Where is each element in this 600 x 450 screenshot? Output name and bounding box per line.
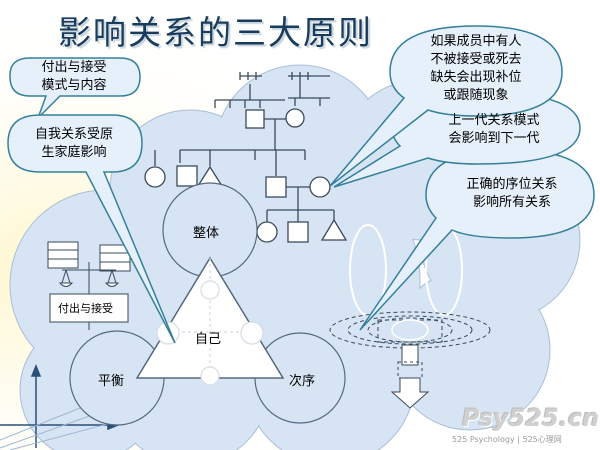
bubble-line: 生家庭影响	[41, 145, 107, 160]
bubble-give-receive	[9, 57, 141, 119]
principle-diagram	[69, 182, 346, 426]
bubble-line: 如果成员中有人	[430, 34, 522, 49]
footer-credit: 525 Psychology | 525心理网	[452, 435, 562, 444]
slide-title: 影响关系的三大原则	[58, 13, 373, 52]
rings-icon	[329, 224, 491, 409]
family-tree	[144, 72, 348, 243]
bubble-give-receive-text: 付出与接受 模式与内容	[22, 59, 126, 95]
scale-label: 付出与接受	[58, 302, 113, 315]
bubble-line: 缺失会出现补位	[430, 70, 522, 85]
watermark: Psy525.cn	[462, 404, 600, 432]
bubble-missing-member-text: 如果成员中有人 不被接受或死去 缺失会出现补位 或跟随现象	[408, 33, 544, 105]
bubble-line: 模式与内容	[41, 78, 107, 93]
scale-icon	[47, 241, 131, 330]
bubble-line: 不被接受或死去	[430, 52, 522, 67]
node-self-label: 自己	[195, 332, 222, 347]
bubble-line: 自我关系受原	[34, 127, 113, 142]
bubble-line: 会影响到下一代	[448, 131, 540, 146]
bubble-line: 上一代关系模式	[448, 113, 540, 128]
bubble-line: 影响所有关系	[472, 195, 551, 210]
bubble-generation-text: 上一代关系模式 会影响到下一代	[426, 112, 562, 148]
bubble-line: 或跟随现象	[443, 88, 509, 103]
bubble-family-of-origin-text: 自我关系受原 生家庭影响	[22, 126, 126, 162]
bubble-family-of-origin	[7, 114, 176, 344]
node-balance-label: 平衡	[98, 374, 125, 389]
bubble-line: 付出与接受	[41, 60, 107, 75]
bubble-missing-member	[329, 25, 563, 187]
node-whole-label: 整体	[193, 226, 220, 241]
bubble-line: 正确的序位关系	[466, 177, 558, 192]
node-order-label: 次序	[289, 374, 316, 389]
bubble-order-text: 正确的序位关系 影响所有关系	[444, 176, 580, 212]
